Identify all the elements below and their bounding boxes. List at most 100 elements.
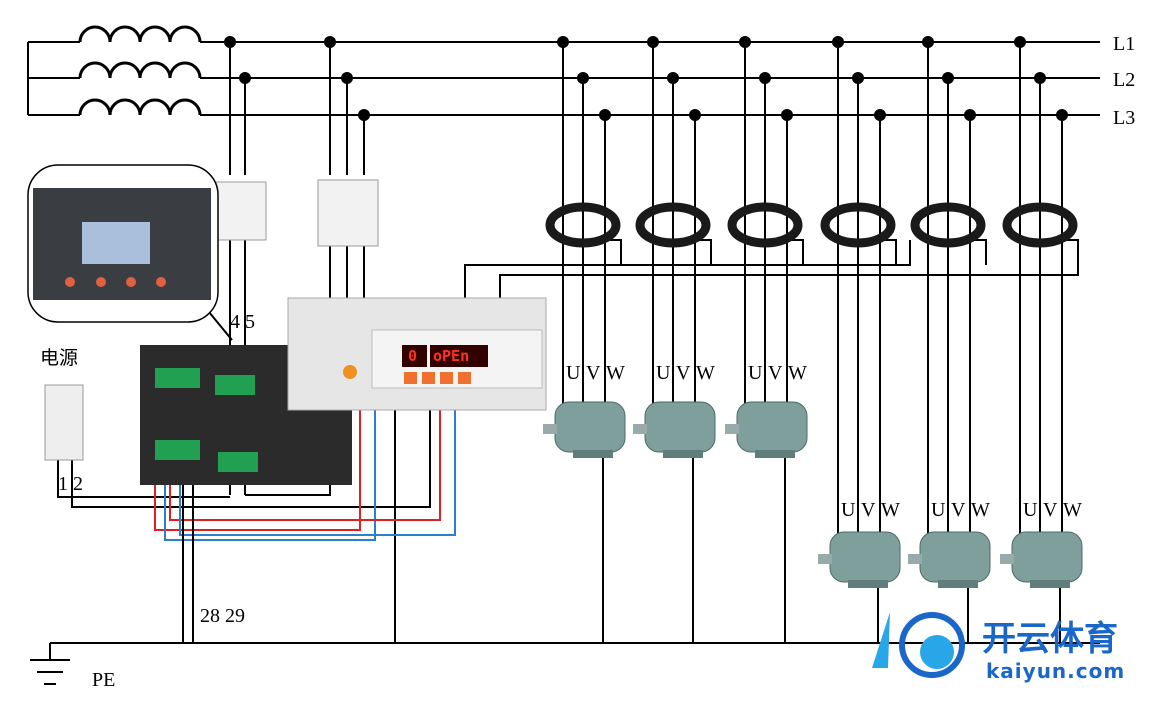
junction-dot <box>832 36 844 48</box>
bottom-terminal-label: 28 29 <box>200 605 245 627</box>
motor-label-u: U <box>748 362 763 384</box>
motor-label-w: W <box>971 499 990 521</box>
display-left-text: 0 <box>408 347 417 365</box>
breaker-terminal-label: 1 2 <box>58 473 83 495</box>
logo-ball-icon <box>899 612 965 678</box>
wire <box>164 400 376 541</box>
motor-base <box>938 580 978 588</box>
junction-dot <box>1014 36 1026 48</box>
junction-dot <box>647 36 659 48</box>
phase-label-l3: L3 <box>1113 107 1135 129</box>
panel-button <box>156 277 166 287</box>
current-transformer-icon <box>635 202 711 248</box>
motor-label-v: V <box>951 499 966 521</box>
panel-button <box>126 277 136 287</box>
display-left <box>402 345 427 367</box>
motor-shaft <box>633 424 647 434</box>
current-transformer-icon <box>910 202 986 248</box>
terminal-block <box>215 375 255 395</box>
junction-dot <box>739 36 751 48</box>
junction-dot <box>557 36 569 48</box>
motor-shaft <box>725 424 739 434</box>
motor-icon <box>829 531 901 583</box>
module-button <box>422 372 435 384</box>
motor-label-u: U <box>931 499 946 521</box>
devices: 0 oPEn <box>27 164 1083 588</box>
motor-label-w: W <box>1063 499 1082 521</box>
terminal-block <box>218 452 258 472</box>
motor-base <box>755 450 795 458</box>
junction-dot <box>341 72 353 84</box>
logo-mark <box>872 612 890 668</box>
phase-label-l2: L2 <box>1113 69 1135 91</box>
motor-base <box>663 450 703 458</box>
motor-icon <box>919 531 991 583</box>
fuse-holder-3p <box>317 179 379 247</box>
module-button <box>404 372 417 384</box>
panel-button <box>65 277 75 287</box>
panel-button <box>96 277 106 287</box>
motor-label-w: W <box>696 362 715 384</box>
junction-dot <box>1056 109 1068 121</box>
motor-shaft <box>543 424 557 434</box>
motor-label-w: W <box>606 362 625 384</box>
current-transformer-icon <box>820 202 896 248</box>
breaker-wire <box>57 460 230 498</box>
motor-label-u: U <box>841 499 856 521</box>
motor-label-v: V <box>586 362 601 384</box>
ct-bus <box>640 240 911 266</box>
motor-base <box>573 450 613 458</box>
motor-label-w: W <box>788 362 807 384</box>
current-transformer-icon <box>545 202 621 248</box>
junction-dots <box>224 36 1068 121</box>
motor-shaft <box>908 554 922 564</box>
motor-icon <box>736 401 808 453</box>
junction-dot <box>781 109 793 121</box>
ground-label: PE <box>92 669 115 691</box>
wire <box>154 400 361 531</box>
junction-dot <box>224 36 236 48</box>
junction-dot <box>852 72 864 84</box>
junction-dot <box>667 72 679 84</box>
motor-base <box>1030 580 1070 588</box>
junction-dot <box>964 109 976 121</box>
module-knob <box>343 365 357 379</box>
power-label: 电源 <box>40 347 78 369</box>
motor-shaft <box>818 554 832 564</box>
motor-label-v: V <box>861 499 876 521</box>
junction-dot <box>689 109 701 121</box>
module-button <box>440 372 453 384</box>
junction-dot <box>1034 72 1046 84</box>
junction-dot <box>599 109 611 121</box>
motor-label-u: U <box>1023 499 1038 521</box>
module-button <box>458 372 471 384</box>
motor-label-u: U <box>656 362 671 384</box>
junction-dot <box>759 72 771 84</box>
motor-icon <box>1011 531 1083 583</box>
terminal-block <box>155 440 200 460</box>
motor-icon <box>644 401 716 453</box>
current-transformer-icon <box>727 202 803 248</box>
junction-dot <box>942 72 954 84</box>
breaker-wire <box>71 400 431 508</box>
inductor-coil-icon <box>78 25 202 43</box>
motor-base <box>848 580 888 588</box>
watermark-en: kaiyun.com <box>986 659 1125 683</box>
display-right-text: oPEn <box>433 347 469 365</box>
wire <box>179 400 456 536</box>
phase-label-l1: L1 <box>1113 33 1135 55</box>
motor-label-v: V <box>768 362 783 384</box>
motor-label-v: V <box>676 362 691 384</box>
motor-label-u: U <box>566 362 581 384</box>
junction-dot <box>874 109 886 121</box>
terminal-block <box>155 368 200 388</box>
current-transformer-icon <box>1002 202 1078 248</box>
inductor-coil-icon <box>78 61 202 79</box>
watermark-logo: 开云体育 kaiyun.com <box>872 612 1125 683</box>
circuit-breaker-icon <box>44 384 84 461</box>
watermark-cn: 开云体育 <box>982 619 1118 659</box>
motor-shaft <box>1000 554 1014 564</box>
junction-dot <box>358 109 370 121</box>
